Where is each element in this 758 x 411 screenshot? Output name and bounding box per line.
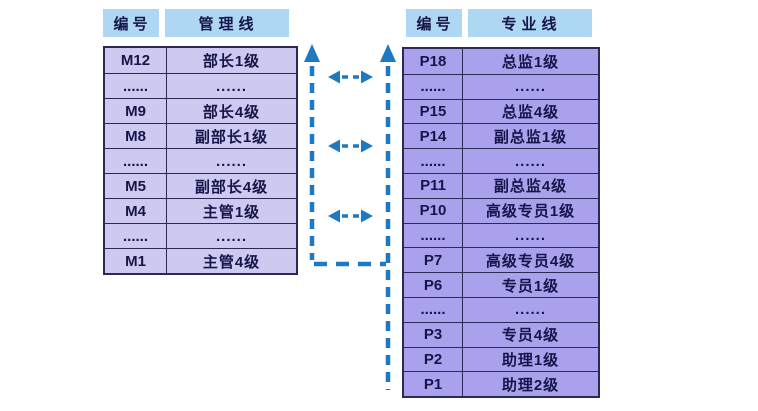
level-code-cell: M4 — [105, 199, 167, 223]
table-row: P14 副总监1级 — [404, 123, 598, 149]
level-code-cell: M12 — [105, 48, 167, 73]
table-row: M4 主管1级 — [105, 198, 296, 223]
level-title-cell: ...... — [514, 78, 546, 96]
management-header-title: 管理线 — [165, 9, 289, 37]
up-arrowhead-professional-icon — [380, 44, 396, 62]
table-row: M1 主管4级 — [105, 248, 296, 273]
level-code-cell: P11 — [404, 173, 463, 198]
management-line-table: M12 部长1级 ...... ...... M9 部长4级 M8 副部长1级 … — [103, 46, 298, 275]
level-title-cell: 专员4级 — [501, 327, 560, 345]
level-title-cell: 主管1级 — [202, 203, 261, 221]
level-code-cell: P18 — [404, 49, 463, 74]
professional-header-code: 编号 — [406, 9, 462, 37]
level-title-cell: 高级专员1级 — [485, 203, 576, 221]
level-code-cell: P2 — [404, 347, 463, 372]
level-code-cell: ...... — [105, 74, 167, 98]
level-title-cell: 高级专员4级 — [485, 252, 576, 270]
level-title-cell: ...... — [215, 227, 247, 245]
table-row: P10 高级专员1级 — [404, 197, 598, 223]
table-row: P11 副总监4级 — [404, 172, 598, 198]
level-code-cell: ...... — [404, 223, 463, 248]
table-row: ...... ...... — [105, 148, 296, 173]
transfer-arrow-m12-p18-icon — [328, 70, 373, 84]
level-code-cell: ...... — [404, 149, 463, 173]
table-row: M8 副部长1级 — [105, 123, 296, 148]
table-row: P1 助理2级 — [404, 371, 598, 397]
table-row: P18 总监1级 — [404, 49, 598, 74]
level-code-cell: P15 — [404, 99, 463, 124]
level-title-cell: 副总监1级 — [493, 128, 568, 146]
table-row: ...... ...... — [105, 73, 296, 98]
level-title-cell: 助理1级 — [501, 351, 560, 369]
management-header: 编号 管理线 — [103, 9, 289, 37]
level-code-cell: P7 — [404, 248, 463, 273]
transfer-arrow-m4-p10-icon — [328, 209, 373, 223]
level-title-cell: 助理2级 — [501, 376, 560, 394]
level-code-cell: P10 — [404, 198, 463, 223]
connector-arrows — [304, 44, 396, 390]
table-row: ...... ...... — [404, 296, 598, 322]
management-header-code: 编号 — [103, 9, 159, 37]
table-row: P15 总监4级 — [404, 98, 598, 124]
level-code-cell: ...... — [105, 149, 167, 173]
level-code-cell: ...... — [105, 224, 167, 248]
level-code-cell: P3 — [404, 322, 463, 347]
table-row: M5 副部长4级 — [105, 173, 296, 198]
level-code-cell: ...... — [404, 297, 463, 322]
level-code-cell: P6 — [404, 273, 463, 297]
transfer-arrow-m8-p14-icon — [328, 139, 373, 153]
level-code-cell: P14 — [404, 124, 463, 149]
level-title-cell: ...... — [514, 152, 546, 170]
level-title-cell: 专员1级 — [501, 277, 560, 295]
level-title-cell: 总监1级 — [501, 53, 560, 71]
level-code-cell: M1 — [105, 249, 167, 273]
table-row: P2 助理1级 — [404, 346, 598, 372]
level-title-cell: 副部长1级 — [194, 128, 269, 146]
table-row: P7 高级专员4级 — [404, 247, 598, 273]
level-code-cell: M5 — [105, 174, 167, 198]
table-row: ...... ...... — [404, 73, 598, 99]
table-row: ...... ...... — [404, 148, 598, 173]
table-row: M12 部长1级 — [105, 48, 296, 73]
level-title-cell: 副总监4级 — [493, 178, 568, 196]
level-title-cell: ...... — [514, 226, 546, 244]
up-arrowhead-management-icon — [304, 44, 320, 62]
level-code-cell: P1 — [404, 372, 463, 397]
table-row: ...... ...... — [404, 222, 598, 248]
table-row: P3 专员4级 — [404, 321, 598, 347]
level-code-cell: M8 — [105, 124, 167, 148]
level-code-cell: ...... — [404, 74, 463, 99]
level-title-cell: 主管4级 — [202, 253, 261, 271]
professional-line-table: P18 总监1级 ...... ...... P15 总监4级 P14 副总监1… — [402, 47, 600, 399]
level-title-cell: ...... — [514, 301, 546, 319]
level-title-cell: ...... — [215, 152, 247, 170]
level-code-cell: M9 — [105, 99, 167, 123]
table-row: ...... ...... — [105, 223, 296, 248]
level-title-cell: 副部长4级 — [194, 178, 269, 196]
table-row: M9 部长4级 — [105, 98, 296, 123]
table-row: P6 专员1级 — [404, 272, 598, 297]
level-title-cell: 总监4级 — [501, 103, 560, 121]
level-title-cell: ...... — [215, 77, 247, 95]
professional-header-title: 专业线 — [468, 9, 592, 37]
level-title-cell: 部长4级 — [202, 103, 261, 121]
level-title-cell: 部长1级 — [202, 53, 261, 70]
professional-header: 编号 专业线 — [406, 9, 592, 37]
